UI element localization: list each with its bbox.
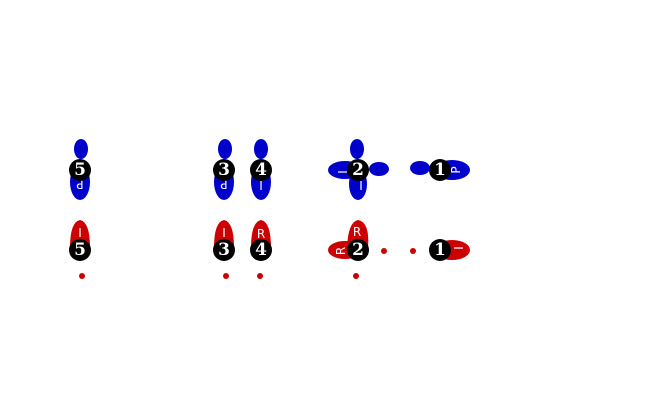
- upper-small-shape: [74, 139, 88, 159]
- upper-small-shape: [254, 139, 268, 159]
- step-badge: [69, 159, 91, 181]
- step-badge: [429, 239, 451, 261]
- step-number: 1: [434, 240, 446, 260]
- step-3-lower: I 3: [213, 220, 235, 279]
- step-number: 5: [74, 160, 86, 180]
- step-badge: [213, 239, 235, 261]
- step-number: 4: [255, 240, 267, 260]
- lower-letter: R: [257, 227, 265, 241]
- step-badge: [213, 159, 235, 181]
- upper-small-shape: [410, 161, 430, 175]
- lower-letter: I: [451, 246, 465, 250]
- step-5-upper: P 5: [69, 139, 91, 200]
- upper-letter: I: [259, 179, 263, 193]
- step-number: 5: [74, 240, 86, 260]
- lower-letter: I: [78, 226, 82, 240]
- dot-marker: [223, 273, 229, 279]
- step-5-lower: I 5: [69, 220, 91, 279]
- upper-letter-left: I: [335, 170, 349, 174]
- upper-small-shape: [218, 139, 232, 159]
- dot-marker: [79, 273, 85, 279]
- lower-letter: I: [222, 226, 226, 240]
- step-badge: [250, 239, 272, 261]
- step-number: 3: [218, 160, 230, 180]
- step-4-upper: I 4: [250, 139, 272, 200]
- step-number: 3: [218, 240, 230, 260]
- dot-marker: [410, 248, 416, 254]
- step-number: 2: [352, 160, 364, 180]
- step-1-upper: P 1: [410, 159, 470, 181]
- step-badge: [347, 239, 369, 261]
- upper-right-shape: [369, 162, 389, 176]
- upper-letter-bottom: I: [359, 179, 363, 193]
- step-4-lower: R 4: [250, 220, 272, 279]
- step-badge: [69, 239, 91, 261]
- step-1-lower: I 1: [429, 239, 470, 261]
- step-3-upper: P 3: [213, 139, 235, 200]
- upper-letter: P: [449, 166, 463, 173]
- step-2-upper: I I 2: [328, 139, 389, 200]
- lower-letter-left: R: [334, 247, 348, 255]
- upper-letter: P: [76, 177, 83, 191]
- dot-marker: [353, 273, 359, 279]
- step-number: 1: [434, 160, 446, 180]
- step-badge: [429, 159, 451, 181]
- step-2-lower: R R 2: [328, 220, 416, 279]
- lower-letter-top: R: [353, 225, 361, 239]
- dot-marker: [381, 248, 387, 254]
- upper-top-shape: [350, 139, 364, 159]
- step-badge: [347, 159, 369, 181]
- upper-letter: P: [220, 177, 227, 191]
- step-number: 4: [255, 160, 267, 180]
- dot-marker: [257, 273, 263, 279]
- step-badge: [250, 159, 272, 181]
- step-number: 2: [352, 240, 364, 260]
